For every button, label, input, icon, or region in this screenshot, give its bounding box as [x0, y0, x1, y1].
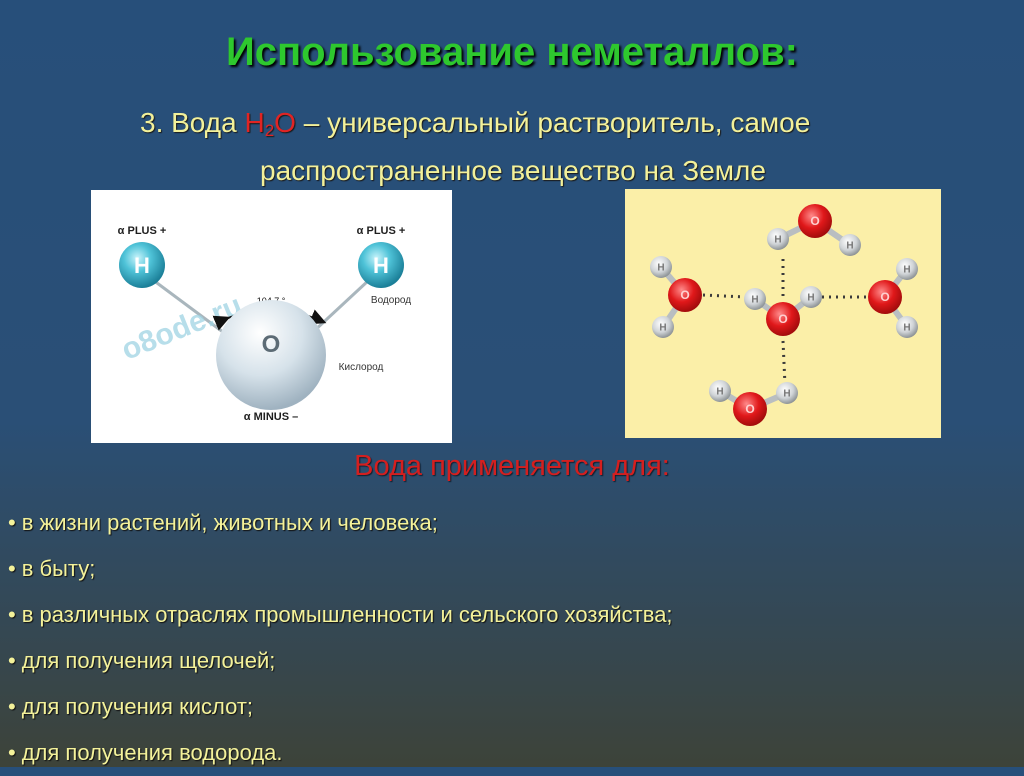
o-symbol: O: [262, 331, 281, 358]
network-hydrogen-atom: [776, 382, 798, 404]
oxygen-label: Кислород: [339, 362, 384, 373]
network-hydrogen-atom: [896, 316, 918, 338]
network-oxygen-atom: [733, 392, 767, 426]
bond-right: [311, 278, 371, 334]
network-hydrogen-atom: [896, 258, 918, 280]
list-item: •для получения водорода.: [8, 730, 673, 776]
network-hydrogen-atom: [767, 228, 789, 250]
network-oxygen-atom-label: O: [810, 214, 819, 228]
network-hydrogen-atom-label: H: [903, 265, 910, 276]
water-formula: H2O: [244, 107, 296, 140]
network-oxygen-atom: [868, 280, 902, 314]
bullet-icon: •: [8, 510, 16, 535]
usage-list: •в жизни растений, животных и человека; …: [8, 500, 673, 776]
h-left-symbol: H: [134, 253, 150, 278]
h-right-charge: α PLUS +: [357, 225, 406, 237]
water-molecule-diagram: o8ode.ru 104,7 ° α PLUS + H α PLUS + H В…: [91, 190, 452, 443]
slide-subtitle: 3. Вода H2O – универсальный растворитель…: [140, 103, 980, 191]
network-hydrogen-atom: [839, 234, 861, 256]
network-hydrogen-atom-label: H: [657, 263, 664, 274]
list-item: •в различных отраслях промышленности и с…: [8, 592, 673, 638]
network-oxygen-atom-label: O: [680, 288, 689, 302]
subtitle-line2: распространенное вещество на Земле: [260, 155, 766, 186]
network-oxygen-atom: [766, 302, 800, 336]
hydrogen-atom-left: [119, 242, 165, 288]
water-network-svg: H H O H H O H H O H H O H H O: [650, 204, 918, 426]
network-oxygen-atom: [668, 278, 702, 312]
network-hydrogen-atom-label: H: [846, 241, 853, 252]
list-item-text: для получения щелочей;: [21, 648, 276, 673]
list-item-text: для получения кислот;: [21, 694, 254, 719]
water-molecule-svg: o8ode.ru 104,7 ° α PLUS + H α PLUS + H В…: [117, 225, 411, 423]
network-hydrogen-atom-label: H: [807, 293, 814, 304]
bullet-icon: •: [8, 602, 16, 627]
list-item: •для получения щелочей;: [8, 638, 673, 684]
network-oxygen-atom-label: O: [778, 312, 787, 326]
network-hydrogen-atom-label: H: [751, 295, 758, 306]
o-charge: α MINUS –: [244, 411, 298, 423]
network-hydrogen-atom-label: H: [716, 387, 723, 398]
list-item-text: в различных отраслях промышленности и се…: [21, 602, 673, 627]
list-item: •в жизни растений, животных и человека;: [8, 500, 673, 546]
bullet-icon: •: [8, 740, 16, 765]
slide-title: Использование неметаллов:: [226, 30, 798, 74]
network-oxygen-atom-label: O: [880, 290, 889, 304]
oxygen-atom: [216, 300, 326, 410]
network-hydrogen-atom: [652, 316, 674, 338]
network-oxygen-atom: [798, 204, 832, 238]
network-hydrogen-atom: [650, 256, 672, 278]
list-item-text: в жизни растений, животных и человека;: [21, 510, 438, 535]
hydrogen-bonds: [702, 259, 870, 386]
hydrogen-atom-right: [358, 242, 404, 288]
network-hydrogen-atom: [709, 380, 731, 402]
list-item-text: для получения водорода.: [21, 740, 283, 765]
formula-h: H: [244, 107, 265, 138]
network-hydrogen-atom-label: H: [783, 389, 790, 400]
hydrogen-label: Водород: [371, 295, 411, 306]
list-item-text: в быту;: [21, 556, 96, 581]
network-hydrogen-atom: [744, 288, 766, 310]
list-item: •в быту;: [8, 546, 673, 592]
network-hydrogen-atom-label: H: [659, 323, 666, 334]
h-left-charge: α PLUS +: [118, 225, 167, 237]
list-item: •для получения кислот;: [8, 684, 673, 730]
formula-subscript: 2: [264, 121, 275, 140]
formula-o: O: [274, 107, 296, 138]
h-right-symbol: H: [373, 253, 389, 278]
subtitle-line1-rest: – универсальный растворитель, самое: [295, 107, 811, 138]
network-hydrogen-atom-label: H: [774, 235, 781, 246]
subtitle-number: 3. Вода: [140, 107, 245, 138]
network-oxygen-atom-label: O: [745, 402, 754, 416]
bullet-icon: •: [8, 648, 16, 673]
network-hydrogen-atom-label: H: [903, 323, 910, 334]
water-network-diagram: H H O H H O H H O H H O H H O: [625, 189, 941, 438]
bullet-icon: •: [8, 694, 16, 719]
usage-heading: Вода применяется для:: [354, 450, 670, 482]
bullet-icon: •: [8, 556, 16, 581]
network-hydrogen-atom: [800, 286, 822, 308]
